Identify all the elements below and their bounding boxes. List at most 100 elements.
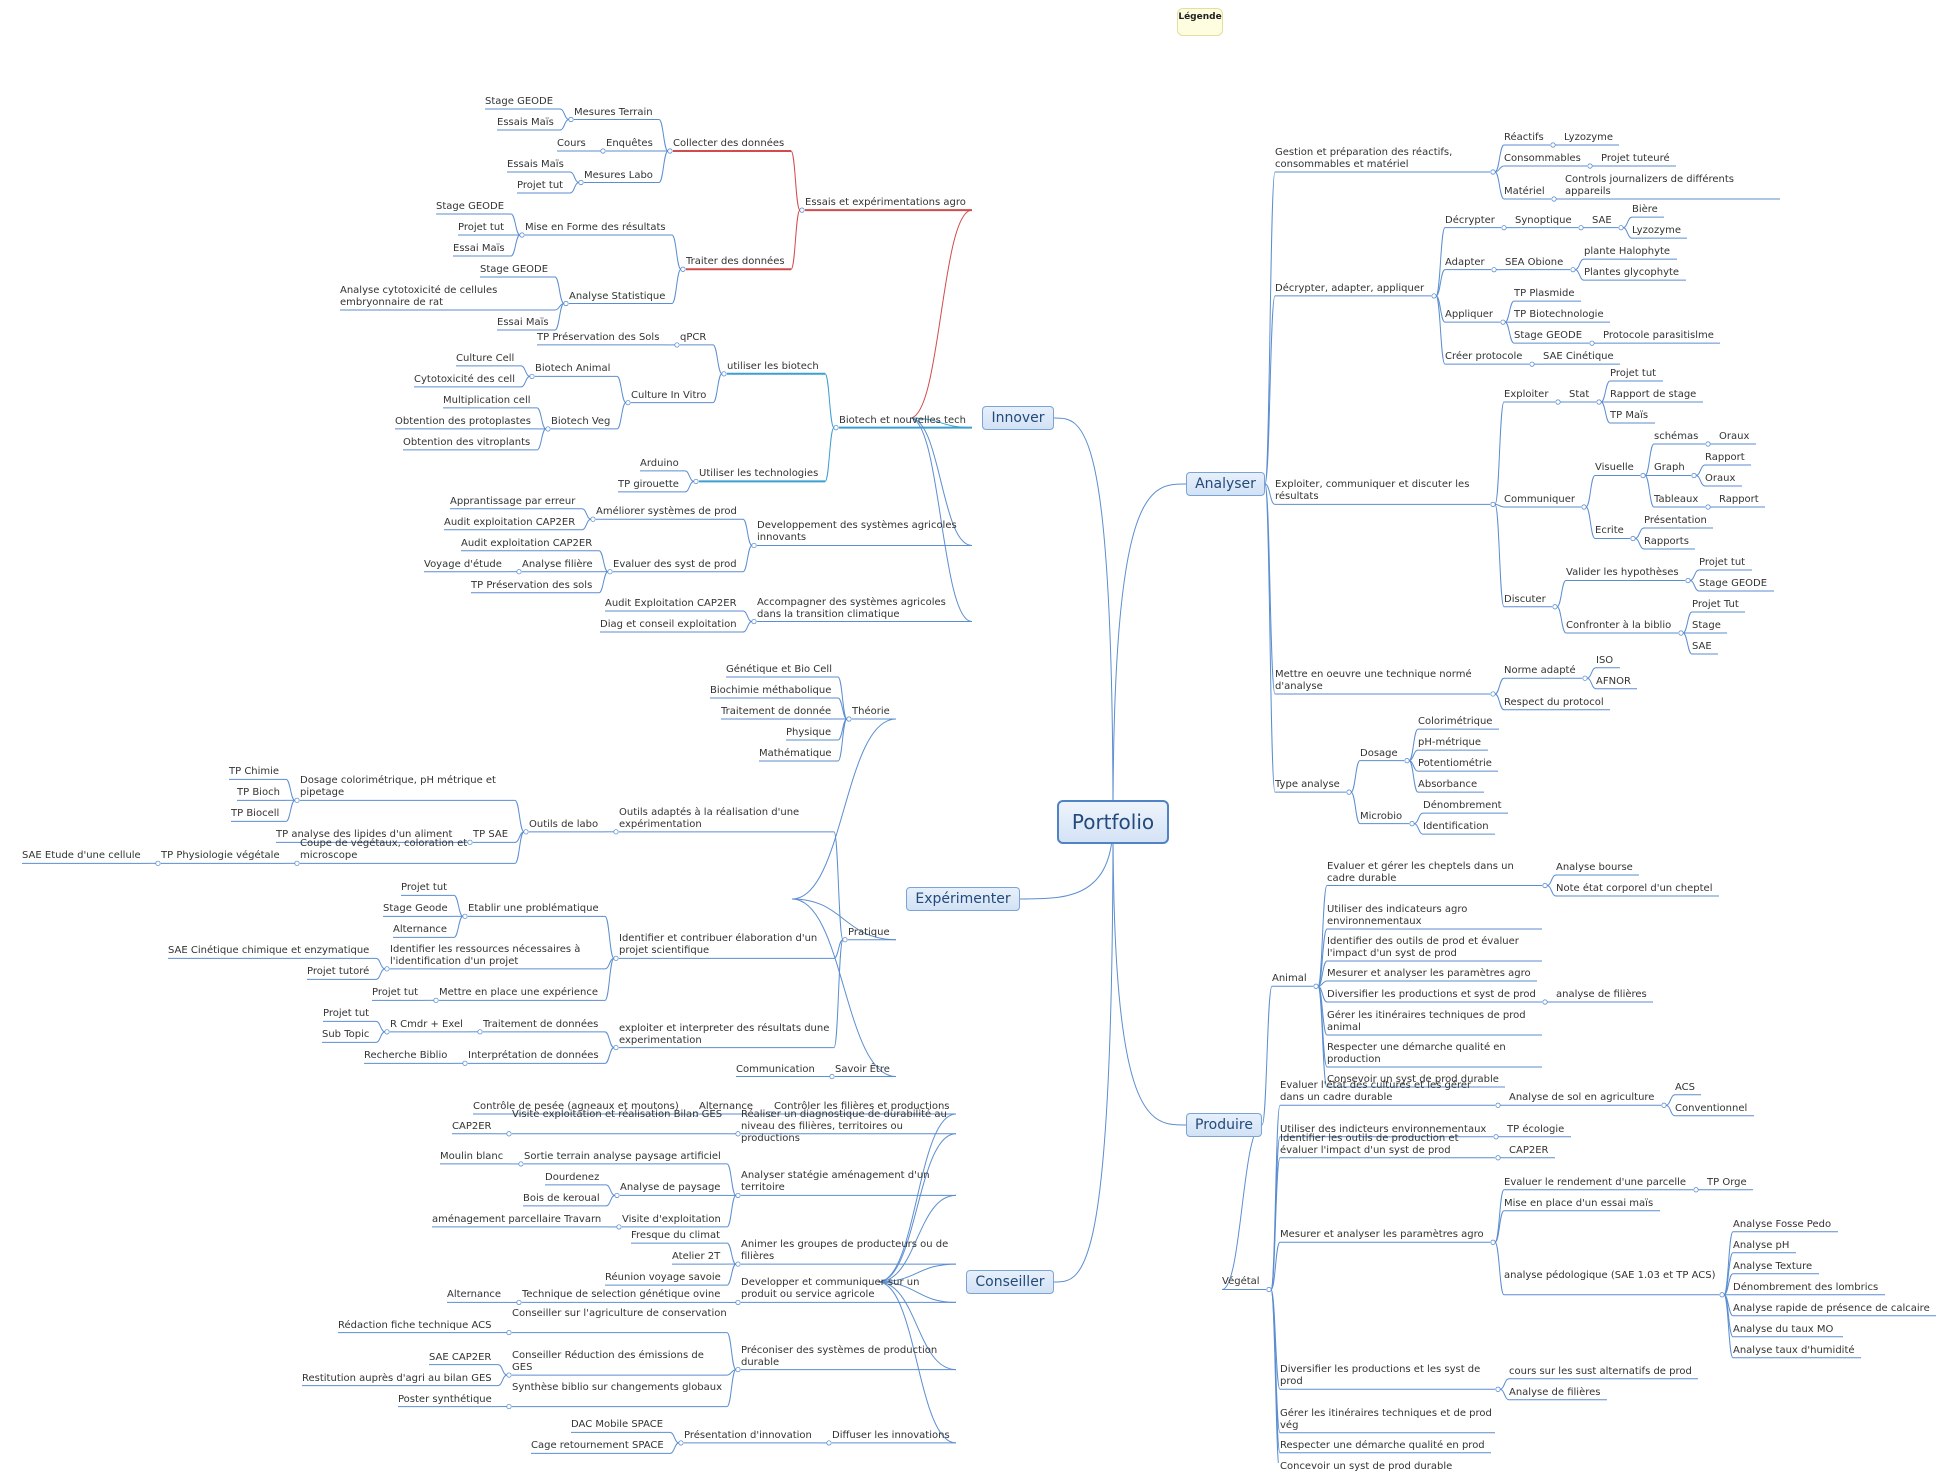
topic-analyse-de-filieres[interactable]: analyse de filières: [1556, 989, 1647, 1000]
topic-moulin-blanc[interactable]: Moulin blanc: [440, 1150, 504, 1162]
collapse-handle[interactable]: [846, 716, 852, 722]
collapse-handle[interactable]: [1578, 225, 1584, 231]
topic-controls-journalizers-de-differents-appa[interactable]: Controls journalizers de différents appa…: [1565, 174, 1734, 197]
collapse-handle[interactable]: [1501, 225, 1507, 231]
collapse-handle[interactable]: [1661, 1102, 1667, 1108]
topic-mesurer-et-analyser-les-parametres-agro[interactable]: Mesurer et analyser les paramètres agro: [1327, 968, 1531, 979]
collapse-handle[interactable]: [735, 1366, 741, 1373]
collapse-handle[interactable]: [1552, 604, 1558, 610]
topic-controler-les-filieres-et-productions[interactable]: Contrôler les filières et productions: [774, 1101, 950, 1112]
topic-essais-mais[interactable]: Essais Maïs: [497, 117, 554, 128]
topic-voyage-d-etude[interactable]: Voyage d'étude: [424, 558, 502, 570]
topic-visite-d-exploitation[interactable]: Visite d'exploitation: [622, 1213, 721, 1225]
topic-stage-geode[interactable]: Stage Geode: [383, 903, 448, 915]
collapse-handle[interactable]: [590, 516, 596, 522]
collapse-handle[interactable]: [1404, 758, 1410, 764]
topic-sae-cap2er[interactable]: SAE CAP2ER: [429, 1351, 492, 1363]
topic-vegetal[interactable]: Végétal: [1222, 1276, 1260, 1288]
topic-traiter-des-donnees[interactable]: Traiter des données: [686, 256, 785, 268]
topic-diversifier-les-productions-et-syst-de-p[interactable]: Diversifier les productions et syst de p…: [1327, 989, 1536, 1000]
collapse-handle[interactable]: [433, 997, 439, 1003]
topic-synoptique[interactable]: Synoptique: [1515, 214, 1572, 226]
collapse-handle[interactable]: [735, 1192, 741, 1199]
topic-identifier-les-outils-de-production-et-e[interactable]: Identifier les outils de production et é…: [1280, 1132, 1459, 1156]
topic-biotech-et-nouvelles-tech[interactable]: Biotech et nouvelles tech: [839, 414, 966, 426]
topic-biotech-veg[interactable]: Biotech Veg: [551, 415, 611, 427]
topic-tp-chimie[interactable]: TP Chimie: [229, 766, 280, 778]
collapse-handle[interactable]: [1266, 1286, 1272, 1293]
topic-etablir-une-problematique[interactable]: Etablir une problématique: [468, 903, 599, 915]
topic-arduino[interactable]: Arduino: [640, 457, 679, 469]
topic-reactifs[interactable]: Réactifs: [1504, 132, 1544, 143]
topic-coupe-de-vegetaux-coloration-et-microsco[interactable]: Coupe de végétaux, coloration et microsc…: [300, 838, 468, 862]
collapse-handle[interactable]: [1313, 983, 1319, 989]
collapse-handle[interactable]: [1570, 267, 1576, 273]
topic-pratique[interactable]: Pratique: [848, 926, 890, 938]
collapse-handle[interactable]: [1490, 169, 1496, 175]
topic-analyse-bourse[interactable]: Analyse bourse: [1556, 862, 1633, 873]
collapse-handle[interactable]: [155, 860, 161, 866]
topic-multiplication-cell[interactable]: Multiplication cell: [443, 394, 531, 406]
topic-tp-biotechnologie[interactable]: TP Biotechnologie: [1514, 309, 1604, 321]
collapse-handle[interactable]: [735, 1131, 741, 1137]
collapse-handle[interactable]: [616, 1224, 622, 1230]
topic-gestion-et-preparation-des-reactifs-cons[interactable]: Gestion et préparation des réactifs, con…: [1275, 147, 1453, 170]
collapse-handle[interactable]: [613, 1044, 619, 1051]
topic-identification[interactable]: Identification: [1423, 821, 1489, 833]
topic-projet-tut[interactable]: Projet tut: [517, 180, 564, 191]
topic-genetique-et-bio-cell[interactable]: Génétique et Bio Cell: [726, 664, 832, 675]
collapse-handle[interactable]: [1346, 789, 1352, 795]
collapse-handle[interactable]: [506, 1372, 512, 1378]
topic-obtention-des-vitroplants[interactable]: Obtention des vitroplants: [403, 436, 531, 448]
topic-cours[interactable]: Cours: [557, 138, 586, 149]
topic-colorimetrique[interactable]: Colorimétrique: [1418, 716, 1493, 728]
collapse-handle[interactable]: [1490, 501, 1496, 507]
topic-respecter-une-demarche-qualite-en-prod[interactable]: Respecter une démarche qualité en prod: [1280, 1439, 1485, 1451]
topic-decrypter-adapter-appliquer[interactable]: Décrypter, adapter, appliquer: [1275, 282, 1425, 294]
topic-analyse-ph[interactable]: Analyse pH: [1733, 1239, 1790, 1251]
collapse-handle[interactable]: [462, 1060, 468, 1066]
topic-analyse-taux-d-humidite[interactable]: Analyse taux d'humidité: [1733, 1344, 1855, 1356]
collapse-handle[interactable]: [578, 179, 584, 186]
topic-respect-du-protocol[interactable]: Respect du protocol: [1504, 696, 1604, 708]
topic-type-analyse[interactable]: Type analyse: [1275, 779, 1340, 791]
topic-mise-en-place-d-un-essai-mais[interactable]: Mise en place d'un essai maïs: [1504, 1197, 1654, 1209]
topic-analyse-filiere[interactable]: Analyse filière: [522, 558, 593, 570]
topic-sae-cinetique[interactable]: SAE Cinétique: [1543, 351, 1614, 363]
topic-tp-physiologie-vegetale[interactable]: TP Physiologie végétale: [161, 850, 280, 862]
topic-presentation-d-innovation[interactable]: Présentation d'innovation: [684, 1429, 812, 1441]
topic-obtention-des-protoplastes[interactable]: Obtention des protoplastes: [395, 415, 531, 427]
topic-tp-girouette[interactable]: TP girouette: [618, 478, 679, 490]
topic-cage-retournement-space[interactable]: Cage retournement SPACE: [531, 1440, 664, 1452]
collapse-handle[interactable]: [614, 1192, 620, 1199]
topic-appliquer[interactable]: Appliquer: [1445, 309, 1494, 321]
topic-stage-geode[interactable]: Stage GEODE: [1699, 577, 1768, 589]
topic-discuter[interactable]: Discuter: [1504, 593, 1546, 605]
collapse-handle[interactable]: [607, 569, 613, 575]
branch-analyser[interactable]: Analyser: [1186, 472, 1265, 496]
topic-mesures-terrain[interactable]: Mesures Terrain: [574, 106, 653, 118]
topic-sea-obione[interactable]: SEA Obione: [1505, 256, 1564, 268]
topic-plante-halophyte[interactable]: plante Halophyte: [1584, 246, 1671, 258]
topic-potentiometrie[interactable]: Potentiométrie: [1418, 758, 1492, 770]
collapse-handle[interactable]: [1693, 1187, 1699, 1193]
topic-outils-de-labo[interactable]: Outils de labo: [529, 818, 599, 830]
topic-poster-synthetique[interactable]: Poster synthétique: [398, 1393, 492, 1405]
topic-analyse-pedologique-sae-1-03-et-tp-acs[interactable]: analyse pédologique (SAE 1.03 et TP ACS): [1504, 1269, 1716, 1281]
collapse-handle[interactable]: [1705, 441, 1711, 447]
topic-denombrement-des-lombrics[interactable]: Dénombrement des lombrics: [1733, 1281, 1879, 1293]
topic-evaluer-le-rendement-d-une-parcelle[interactable]: Evaluer le rendement d'une parcelle: [1504, 1176, 1687, 1188]
collapse-handle[interactable]: [721, 371, 727, 377]
topic-mesurer-et-analyser-les-parametres-agro[interactable]: Mesurer et analyser les paramètres agro: [1280, 1229, 1484, 1241]
topic-stage-geode[interactable]: Stage GEODE: [436, 201, 505, 212]
topic-dosage-colorimetrique-ph-metrique-et-pip[interactable]: Dosage colorimétrique, pH métrique et pi…: [300, 775, 496, 799]
topic-analyse-cytotoxicite-de-cellules-embryon[interactable]: Analyse cytotoxicité de cellules embryon…: [340, 285, 498, 308]
topic-tp-plasmide[interactable]: TP Plasmide: [1514, 288, 1575, 300]
topic-adapter[interactable]: Adapter: [1445, 256, 1485, 268]
branch-innover[interactable]: Innover: [982, 406, 1054, 430]
topic-analyse-rapide-de-presence-de-calcaire[interactable]: Analyse rapide de présence de calcaire: [1733, 1302, 1930, 1314]
collapse-handle[interactable]: [842, 937, 848, 943]
collapse-handle[interactable]: [1490, 1239, 1496, 1245]
topic-recherche-biblio[interactable]: Recherche Biblio: [364, 1050, 448, 1062]
collapse-handle[interactable]: [600, 148, 606, 154]
